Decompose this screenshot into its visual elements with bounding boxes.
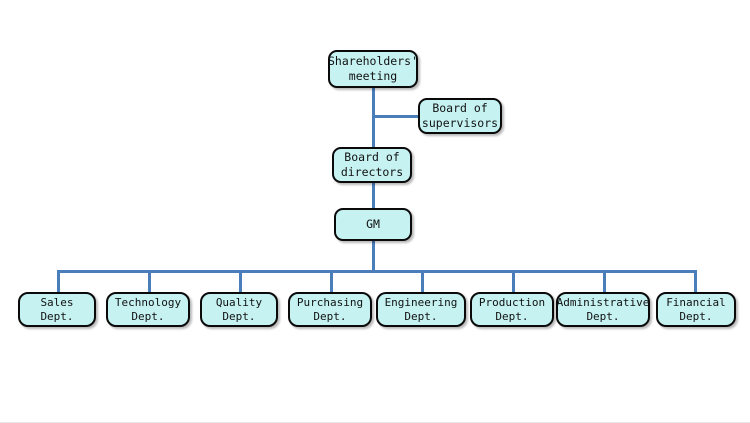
node-board-of-directors[interactable]: Board of directors (332, 147, 412, 183)
node-department-administrative[interactable]: Administrative Dept. (556, 292, 650, 327)
node-department-production[interactable]: Production Dept. (470, 292, 554, 327)
connector-drop-production (512, 270, 515, 292)
node-department-financial[interactable]: Financial Dept. (656, 292, 736, 327)
connector-drop-quality (239, 270, 242, 292)
connector-department-bus (57, 270, 697, 273)
connector-drop-sales (57, 270, 60, 292)
connector-gm-to-bus (372, 240, 375, 272)
connector-drop-engineering (421, 270, 424, 292)
connector-drop-financial (694, 270, 697, 292)
node-department-quality[interactable]: Quality Dept. (200, 292, 278, 327)
connector-trunk-to-supervisors (372, 115, 420, 118)
node-shareholders-meeting[interactable]: Shareholders' meeting (328, 50, 418, 88)
connector-drop-purchasing (330, 270, 333, 292)
node-department-engineering[interactable]: Engineering Dept. (376, 292, 466, 327)
node-department-sales[interactable]: Sales Dept. (18, 292, 96, 327)
node-board-of-supervisors[interactable]: Board of supervisors (418, 98, 502, 134)
node-gm[interactable]: GM (334, 208, 412, 241)
connector-directors-to-gm (372, 182, 375, 210)
node-department-purchasing[interactable]: Purchasing Dept. (288, 292, 372, 327)
node-department-technology[interactable]: Technology Dept. (106, 292, 190, 327)
connector-drop-technology (148, 270, 151, 292)
connector-drop-administrative (603, 270, 606, 292)
